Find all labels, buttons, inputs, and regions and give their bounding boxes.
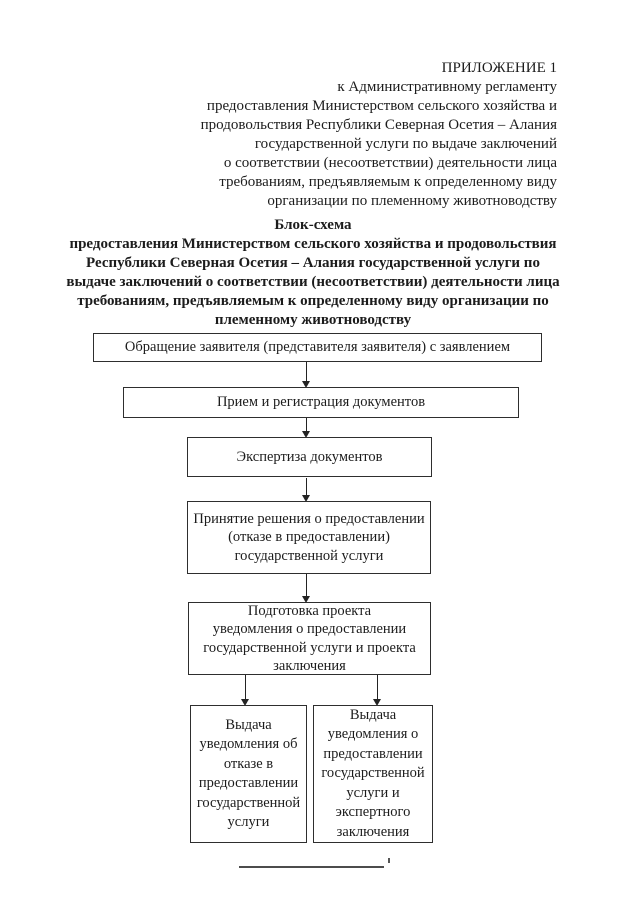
footer-scan-mark — [388, 858, 390, 863]
appendix-header: ПРИЛОЖЕНИЕ 1 к Административному регламе… — [78, 59, 557, 211]
footer-separator-line — [239, 866, 384, 868]
flow-arrow-down-icon — [302, 574, 311, 603]
flow-box-document-expertise: Экспертиза документов — [187, 437, 432, 477]
appendix-header-line: продовольствия Республики Северная Осети… — [200, 117, 557, 133]
flow-box-text: Экспертиза документов — [236, 448, 383, 465]
arrow-shaft — [377, 675, 378, 700]
flow-arrow-down-icon — [373, 675, 382, 706]
arrow-shaft — [245, 675, 246, 700]
flow-box-issue-grant-notice: Выдача уведомления о предоставлении госу… — [313, 705, 433, 843]
flow-box-text: Выдача уведомления о предоставлении госу… — [321, 706, 425, 840]
arrow-shaft — [306, 418, 307, 432]
appendix-header-line: к Административному регламенту — [337, 79, 557, 95]
arrow-head-icon — [302, 431, 310, 438]
flow-box-issue-refusal-notice: Выдача уведомления об отказе в предостав… — [190, 705, 307, 843]
appendix-header-line: о соответствии (несоответствии) деятельн… — [223, 155, 557, 171]
page-title-line: Блок-схема — [274, 217, 352, 233]
page-title-line: предоставления Министерством сельского х… — [69, 236, 557, 252]
flow-box-text: Принятие решения о предоставлении (отказ… — [193, 510, 425, 564]
flow-box-text: Обращение заявителя (представителя заяви… — [124, 339, 511, 356]
appendix-header-line: предоставления Министерством сельского х… — [206, 98, 557, 114]
arrow-head-icon — [302, 381, 310, 388]
flow-arrow-down-icon — [302, 418, 311, 438]
arrow-shaft — [306, 574, 307, 597]
arrow-head-icon — [302, 596, 310, 603]
appendix-header-line: требованиям, предъявляемым к определенно… — [219, 174, 557, 190]
page-title-line: Республики Северная Осетия – Алания госу… — [86, 255, 540, 271]
flow-box-text: Прием и регистрация документов — [216, 394, 426, 411]
flow-arrow-down-icon — [241, 675, 250, 706]
flow-box-applicant-request: Обращение заявителя (представителя заяви… — [93, 333, 542, 362]
page-title-line: выдаче заключений о соответствии (несоот… — [66, 274, 560, 290]
arrow-head-icon — [373, 699, 381, 706]
arrow-head-icon — [241, 699, 249, 706]
flow-box-text: Подготовка проекта уведомления о предост… — [203, 602, 416, 675]
flow-arrow-down-icon — [302, 362, 311, 388]
appendix-header-line: организации по племенному животноводству — [267, 193, 557, 209]
flow-box-text: Выдача уведомления об отказе в предостав… — [196, 716, 301, 831]
appendix-header-line: государственной услуги по выдаче заключе… — [254, 136, 557, 152]
page-title-line: требованиям, предъявляемым к определенно… — [77, 293, 549, 309]
flow-arrow-down-icon — [302, 478, 311, 502]
appendix-header-line: ПРИЛОЖЕНИЕ 1 — [441, 60, 557, 76]
flow-box-reception-registration: Прием и регистрация документов — [123, 387, 519, 418]
arrow-head-icon — [302, 495, 310, 502]
flow-box-decision: Принятие решения о предоставлении (отказ… — [187, 501, 431, 574]
arrow-shaft — [306, 478, 307, 496]
page-title: Блок-схема предоставления Министерством … — [30, 216, 596, 330]
page-title-line: племенному животноводству — [214, 312, 412, 328]
arrow-shaft — [306, 362, 307, 382]
flow-box-draft-preparation: Подготовка проекта уведомления о предост… — [188, 602, 431, 675]
